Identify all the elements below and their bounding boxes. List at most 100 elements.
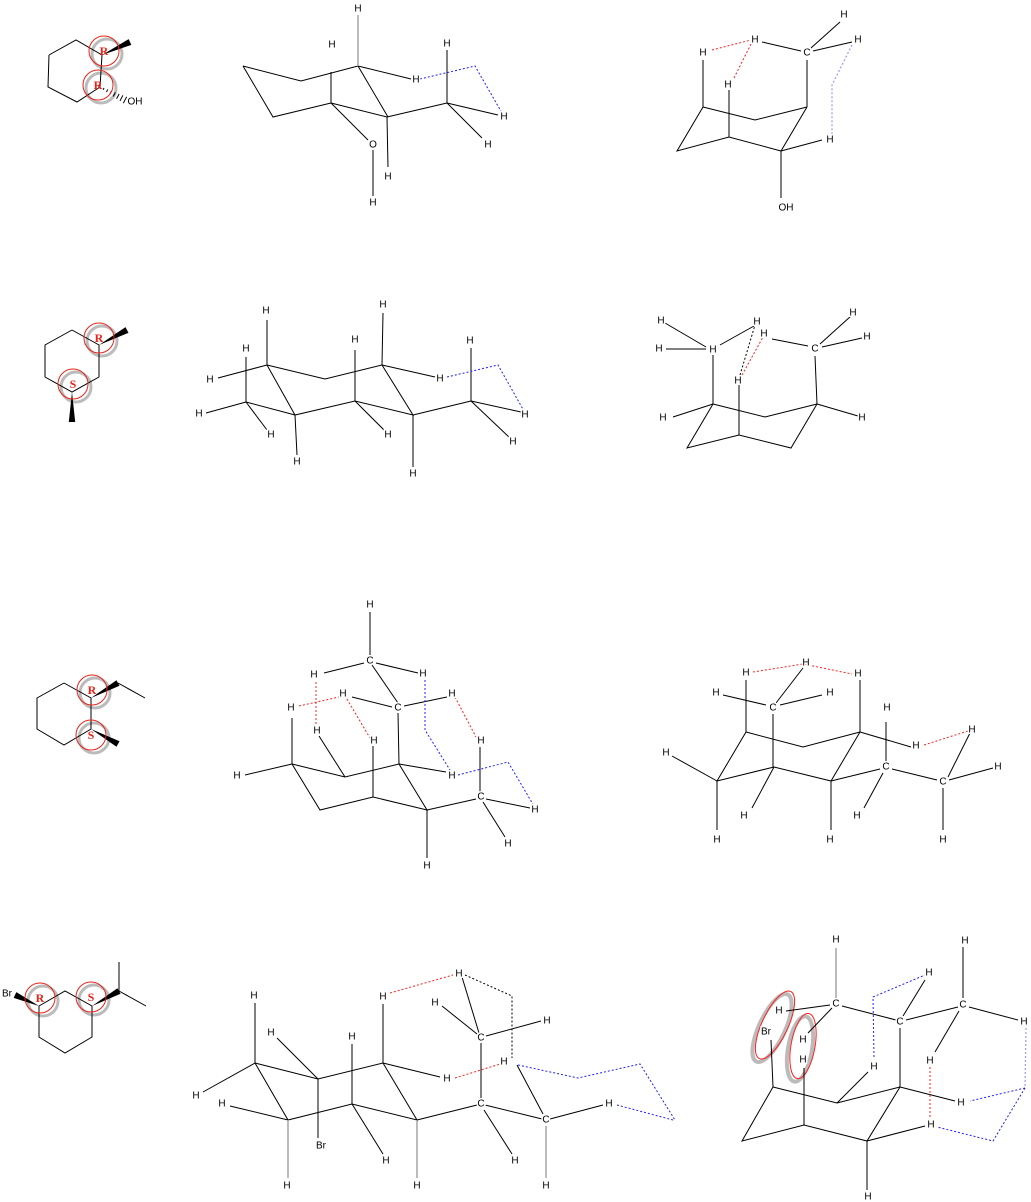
atom-label-h: H <box>339 689 346 700</box>
atom-label-h: H <box>699 48 706 59</box>
atom-label-h: H <box>926 1056 933 1067</box>
stereo-circle-shadow <box>85 324 119 358</box>
atom-label-c: C <box>939 777 946 788</box>
bond <box>702 106 808 121</box>
atom-label-h: H <box>742 668 749 679</box>
bond <box>397 712 400 765</box>
bond <box>483 1109 513 1155</box>
atom-label-h: H <box>994 762 1001 773</box>
bond <box>381 312 384 366</box>
atom-label-h: H <box>925 968 932 979</box>
hash-bond <box>102 87 105 91</box>
bond <box>719 325 755 346</box>
bond <box>351 1103 384 1155</box>
bond <box>446 102 499 116</box>
atom-label-h: H <box>883 703 890 714</box>
atom-label-h: H <box>287 703 294 714</box>
contact-line <box>616 1104 674 1121</box>
bond <box>318 735 346 778</box>
bond <box>386 116 389 168</box>
atom-label-h: H <box>443 1074 450 1085</box>
bond <box>770 1039 774 1088</box>
atom-label-h: H <box>370 736 377 747</box>
bond <box>229 1105 289 1121</box>
atom-label-h: H <box>448 771 455 782</box>
stereo-descriptor-r: R <box>36 991 45 1005</box>
atom-label-h: H <box>423 861 430 872</box>
bond <box>47 39 103 103</box>
atom-label-h: H <box>968 725 975 736</box>
bond <box>351 696 393 708</box>
steric-clash-line <box>298 696 340 707</box>
atom-label-c: C <box>832 999 839 1010</box>
bond <box>902 979 926 1017</box>
bond <box>470 400 522 413</box>
atom-label-oh: OH <box>779 203 794 214</box>
atom-label-h: H <box>455 969 462 980</box>
clash-highlight-ellipse <box>754 990 796 1060</box>
bond <box>934 1010 960 1053</box>
stereo-circle <box>88 35 120 67</box>
bond <box>382 1062 441 1078</box>
atom-label-h: H <box>466 336 473 347</box>
bond <box>441 1005 478 1035</box>
atom-label-h: H <box>192 1091 199 1102</box>
atom-label-c: C <box>477 792 484 803</box>
molecule-2-2d: RS <box>44 322 129 422</box>
atom-label-h: H <box>751 35 758 46</box>
atom-label-h: H <box>870 1062 877 1073</box>
atom-label-h: H <box>826 835 833 846</box>
contact-line <box>831 44 853 135</box>
bond <box>245 401 296 416</box>
steric-clash-line <box>923 730 969 746</box>
atom-label-c: C <box>811 344 818 355</box>
atom-label-c: C <box>477 1033 484 1044</box>
bond <box>771 338 809 347</box>
steric-clash-line <box>454 1063 501 1079</box>
atom-label-h: H <box>957 1098 964 1109</box>
atom-label-h: H <box>864 1192 871 1202</box>
contact-line <box>457 761 535 807</box>
atom-label-h: H <box>443 39 450 50</box>
highlight-shadow <box>750 992 794 1064</box>
bond <box>664 322 707 348</box>
atom-label-h: H <box>802 658 809 669</box>
atom-label-h: H <box>233 771 240 782</box>
bond <box>751 766 775 809</box>
stereo-circle <box>75 719 107 751</box>
atom-label-h: H <box>250 991 257 1002</box>
atom-label-h: H <box>712 688 719 699</box>
bond <box>117 682 146 699</box>
wedge-bond <box>102 39 132 55</box>
atom-label-h: H <box>849 308 856 319</box>
clash-highlight-ellipse <box>789 1012 817 1080</box>
steric-clash-line <box>711 39 752 51</box>
atom-label-o: O <box>369 140 377 151</box>
bond <box>254 1062 419 1121</box>
atom-label-br: Br <box>761 1027 772 1038</box>
atom-label-h: H <box>740 811 747 822</box>
steric-clash-line <box>733 43 752 79</box>
contact-line <box>446 364 525 412</box>
atom-label-h: H <box>826 688 833 699</box>
bond <box>761 41 802 52</box>
bond <box>819 315 852 345</box>
atom-label-h: H <box>832 935 839 946</box>
atom-label-h: H <box>369 198 376 209</box>
atom-label-h: H <box>412 75 419 86</box>
stereo-descriptor-s: S <box>88 990 95 1004</box>
atom-label-h: H <box>348 1032 355 1043</box>
atom-label-h: H <box>713 835 720 846</box>
atom-label-h: H <box>195 409 202 420</box>
atom-label-h: H <box>939 835 946 846</box>
bond <box>775 667 804 704</box>
bond <box>386 102 448 118</box>
atom-label-h: H <box>379 992 386 1003</box>
bond <box>36 682 92 746</box>
bond <box>294 414 298 456</box>
bond <box>242 65 332 118</box>
